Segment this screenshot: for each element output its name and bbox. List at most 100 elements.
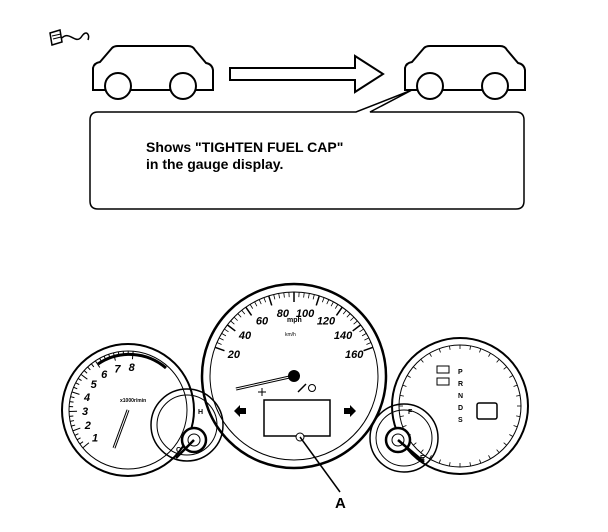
speed-tick-mark [283,292,285,298]
tach-tick-mark [99,358,102,363]
svg-text:x1000r/min: x1000r/min [120,398,146,404]
speed-tick-mark [361,333,367,337]
speed-tick-mark [216,342,222,345]
right-tick-mark [399,415,404,417]
speed-tick-mark [330,301,334,307]
right-tick-mark [429,352,432,357]
speed-tick-label: 60 [256,316,269,328]
tach-tick-mark [131,351,134,360]
speed-tick-mark [326,299,330,305]
callout-line-2: in the gauge display. [146,156,283,172]
tach-tick-mark [79,441,84,445]
tach-tick-label: 6 [101,369,108,381]
tach-tick-label: 3 [82,406,88,418]
speed-tick-mark [268,295,273,306]
temperature-gauge: H C [150,388,224,462]
right-tick-mark [402,384,407,387]
speed-tick-mark [353,320,358,325]
right-tick-mark [509,434,514,437]
speed-tick-mark [303,292,305,298]
speed-tick-mark [321,297,325,303]
gear-indicator: P R N D S [458,369,463,424]
speed-tick-mark [278,293,280,299]
gear-n: N [458,393,463,400]
right-tick-mark [449,345,451,350]
gear-d: D [458,405,463,412]
right-tick-mark [496,449,500,453]
right-tick-mark [479,459,482,464]
tach-tick-mark [73,386,78,390]
right-tick-mark [413,366,417,370]
tach-tick-mark [72,427,81,432]
right-tick-mark [503,442,507,446]
speed-tick-mark [342,310,347,315]
tach-tick-label: 1 [92,433,98,445]
right-tick-mark [509,375,514,378]
right-tick-mark [402,425,407,428]
right-tick-mark [469,345,471,350]
speed-tick-mark [214,346,225,352]
tach-tick-mark [108,354,111,359]
speed-tick-mark [308,293,310,299]
tach-tick-label: 7 [114,363,121,375]
tach-tick-mark [90,363,95,368]
right-tick-mark [420,449,424,453]
right-tick-mark [513,425,518,428]
speed-tick-mark [226,324,236,332]
tach-tick-mark [69,401,74,403]
tach-tick-mark [87,366,91,371]
speed-tick-mark [218,337,224,341]
right-gauge: P R N D S [391,337,529,475]
speed-tick-mark [350,316,355,321]
speed-tick-mark [364,337,370,341]
tach-tick-mark [70,396,75,399]
right-tick-mark [503,366,507,370]
speed-tick-label: 160 [345,349,364,361]
right-tick-mark [420,359,424,363]
speed-tick-mark [315,295,320,306]
tach-tick-mark [117,351,120,356]
temp-cold-label: C [176,447,181,454]
speed-tick-mark [312,294,315,300]
tach-tick-mark [80,373,88,380]
left-turn-signal-icon [234,405,246,417]
right-tick-mark [413,442,417,446]
right-tick-mark [399,395,404,397]
speed-tick-mark [241,310,246,315]
speed-tick-mark [224,328,229,333]
right-tick-mark [429,455,432,460]
fuel-empty-label: E [420,455,425,462]
right-turn-signal-icon [344,405,356,417]
right-tick-mark [516,415,521,417]
tach-tick-mark [74,433,79,436]
label-a-leader [299,436,341,493]
tach-tick-mark [112,352,116,361]
speed-tick-mark [258,299,262,305]
tach-tick-label: 2 [84,420,91,432]
tach-tick-label: 5 [91,379,98,391]
tach-tick-label: 4 [83,392,90,404]
speed-tick-mark [249,304,254,309]
fuel-full-label: F [408,409,413,416]
speed-tick-mark [335,306,343,316]
speed-tick-mark [273,294,276,300]
multi-info-display [263,399,331,437]
right-tick-mark [438,348,441,353]
speed-tick-mark [233,316,238,321]
right-tick-mark [449,462,451,467]
speed-tick-mark [245,306,253,316]
callout-line-1: Shows "TIGHTEN FUEL CAP" [146,139,343,155]
right-tick-mark [488,352,491,357]
car-icon [404,45,526,100]
tach-tick-mark [94,360,101,368]
tach-tick-mark [77,378,82,382]
speed-tick-mark [263,297,267,303]
right-tick-mark [469,462,471,467]
speed-tick-mark [230,320,235,325]
speed-tick-mark [366,342,372,345]
speed-tick-label: 120 [317,316,336,328]
right-tick-mark [513,384,518,387]
speed-inner-unit-label: km/h [285,332,296,338]
